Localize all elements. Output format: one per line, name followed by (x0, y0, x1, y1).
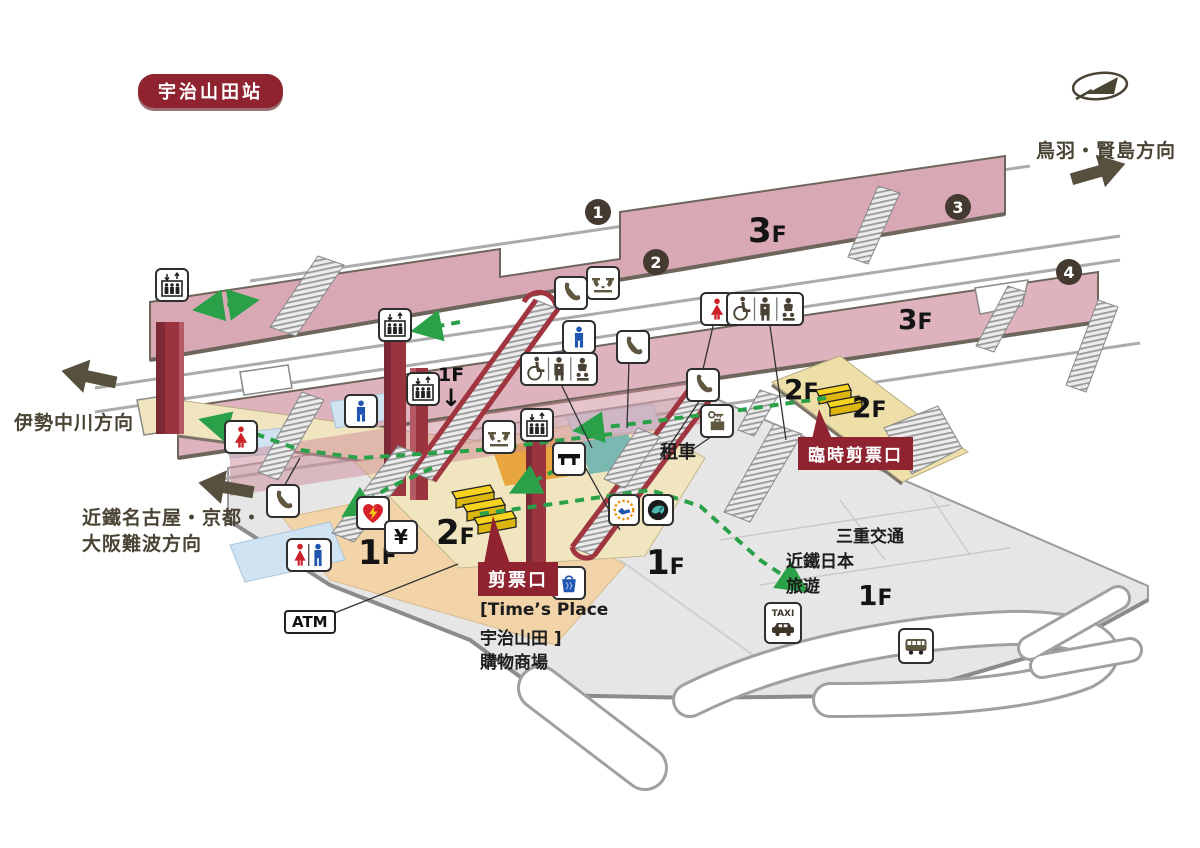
toba-direction-arrow (1069, 154, 1126, 188)
womens-toilet-icon-bridge (224, 420, 258, 454)
information-icon (642, 494, 674, 526)
aed-glyph (360, 500, 386, 526)
floor-label-3f-platform12: 3F (748, 211, 787, 251)
mie-kotsu-label: 三重交通 (836, 527, 904, 547)
elevator-glyph (382, 312, 408, 338)
accessible-toilet-icon-concourse (520, 352, 598, 386)
shopping-mall-label-line1: [Time’s Place (480, 600, 609, 620)
taxi-word: TAXI (771, 608, 795, 619)
leader-lines (281, 321, 787, 619)
drinking-fountain-icon-platform (586, 266, 620, 300)
elevator-shafts (156, 322, 546, 568)
mens-toilet-icon-concourse (344, 394, 378, 428)
platform-number-3: 3 (945, 194, 971, 220)
coin-locker-glyph (556, 446, 582, 472)
down-arrow: ↓ (441, 383, 462, 412)
floor-label-2f-ramp-lower: 2F (852, 391, 887, 424)
phone-glyph (621, 335, 645, 359)
direction-label-osaka-namba: 大阪難波方向 (82, 533, 203, 555)
elevator-destination-note: 1F ↓ (438, 364, 465, 412)
temporary-gate-pointer (812, 409, 832, 439)
car-rental-label: 租車 (660, 442, 696, 463)
main-gate-pointer (484, 516, 510, 564)
kintetsu-logo (1071, 71, 1129, 101)
car-rental-icon (700, 404, 734, 438)
main-gate-badge: 剪票口 (478, 516, 558, 596)
temporary-gate-badge: 臨時剪票口 (798, 409, 913, 470)
car-rental-glyph (705, 409, 730, 434)
elevator-glyph (524, 412, 550, 438)
phone-icon-concourse-east (686, 368, 720, 402)
floor-label-1f-east: 1F (858, 579, 893, 612)
bus-stop-icon (898, 628, 934, 664)
drinking-fountain-glyph (590, 270, 616, 296)
drinking-fountain-icon-concourse (482, 420, 516, 454)
shopping-mall-label-line3: 購物商場 (480, 653, 548, 673)
phone-glyph (691, 373, 715, 397)
floor-label-2f-ramp-upper: 2F (784, 373, 819, 406)
accessible-toilet-glyph (730, 295, 800, 323)
atm-label: ATM (284, 610, 336, 634)
mens-toilet-glyph (349, 399, 373, 423)
stairs-and-escalators (257, 289, 803, 561)
platform-number-2: 2 (643, 249, 669, 275)
nagoya-direction-arrow (198, 470, 255, 504)
main-gate-label: 剪票口 (488, 570, 548, 591)
direction-label-ise-nakagawa: 伊勢中川方向 (14, 412, 135, 434)
floor-label-2f-concourse: 2F (436, 513, 475, 553)
elevator-icon-concourse-west (406, 372, 440, 406)
phone-icon-platform34 (616, 330, 650, 364)
elevator-icon-concourse-center (520, 408, 554, 442)
elevator-icon-platform12-west (155, 268, 189, 302)
waiting-room-glyph (612, 498, 636, 522)
womens-toilet-glyph (229, 425, 253, 449)
kintetsu-travel-label-line1: 近鐵日本 (786, 552, 854, 572)
phone-icon-bridge-west (266, 484, 300, 518)
ise-direction-arrow (61, 359, 118, 393)
accessible-toilet-icon-east (726, 292, 804, 326)
floor-label-3f-platform34: 3F (898, 303, 933, 336)
shopping-mall-label-line2: 宇治山田 ] (480, 629, 562, 649)
accessible-toilet-glyph (524, 355, 594, 383)
station-name-badge: 宇治山田站 (138, 74, 283, 108)
bus-glyph (903, 633, 929, 659)
direction-label-nagoya-kyoto: 近鐵名古屋・京都・ (82, 507, 263, 529)
platform-number-1: 1 (585, 199, 611, 225)
phone-glyph (559, 281, 583, 305)
toilets-glyph (290, 542, 328, 568)
taxi-car-glyph (770, 619, 796, 637)
taxi-stand-icon: TAXI (764, 602, 802, 644)
direction-label-toba: 鳥羽・賢島方向 (1036, 140, 1177, 162)
drinking-fountain-glyph (486, 424, 512, 450)
mens-toilet-glyph (567, 325, 591, 349)
mens-toilet-icon-platform34 (562, 320, 596, 354)
currency-exchange-icon: ¥ (384, 520, 418, 554)
temporary-gate-label: 臨時剪票口 (808, 446, 903, 466)
kintetsu-travel-label-line2: 旅遊 (786, 577, 820, 597)
phone-glyph (271, 489, 295, 513)
temporary-gate-machines (815, 383, 863, 417)
floor-label-1f-center: 1F (646, 543, 685, 583)
elevator-glyph (410, 376, 436, 402)
shopping-bag-glyph (557, 571, 581, 595)
information-glyph (646, 498, 670, 522)
elevator-glyph (159, 272, 185, 298)
coin-locker-icon (552, 442, 586, 476)
platform-number-4: 4 (1056, 259, 1082, 285)
toilets-icon-1f (286, 538, 332, 572)
elevator-destination-floor: 1F (438, 364, 465, 386)
elevator-icon-platform34-west (378, 308, 412, 342)
waiting-room-icon (608, 494, 640, 526)
yen-symbol: ¥ (394, 525, 408, 549)
phone-icon-platform (554, 276, 588, 310)
